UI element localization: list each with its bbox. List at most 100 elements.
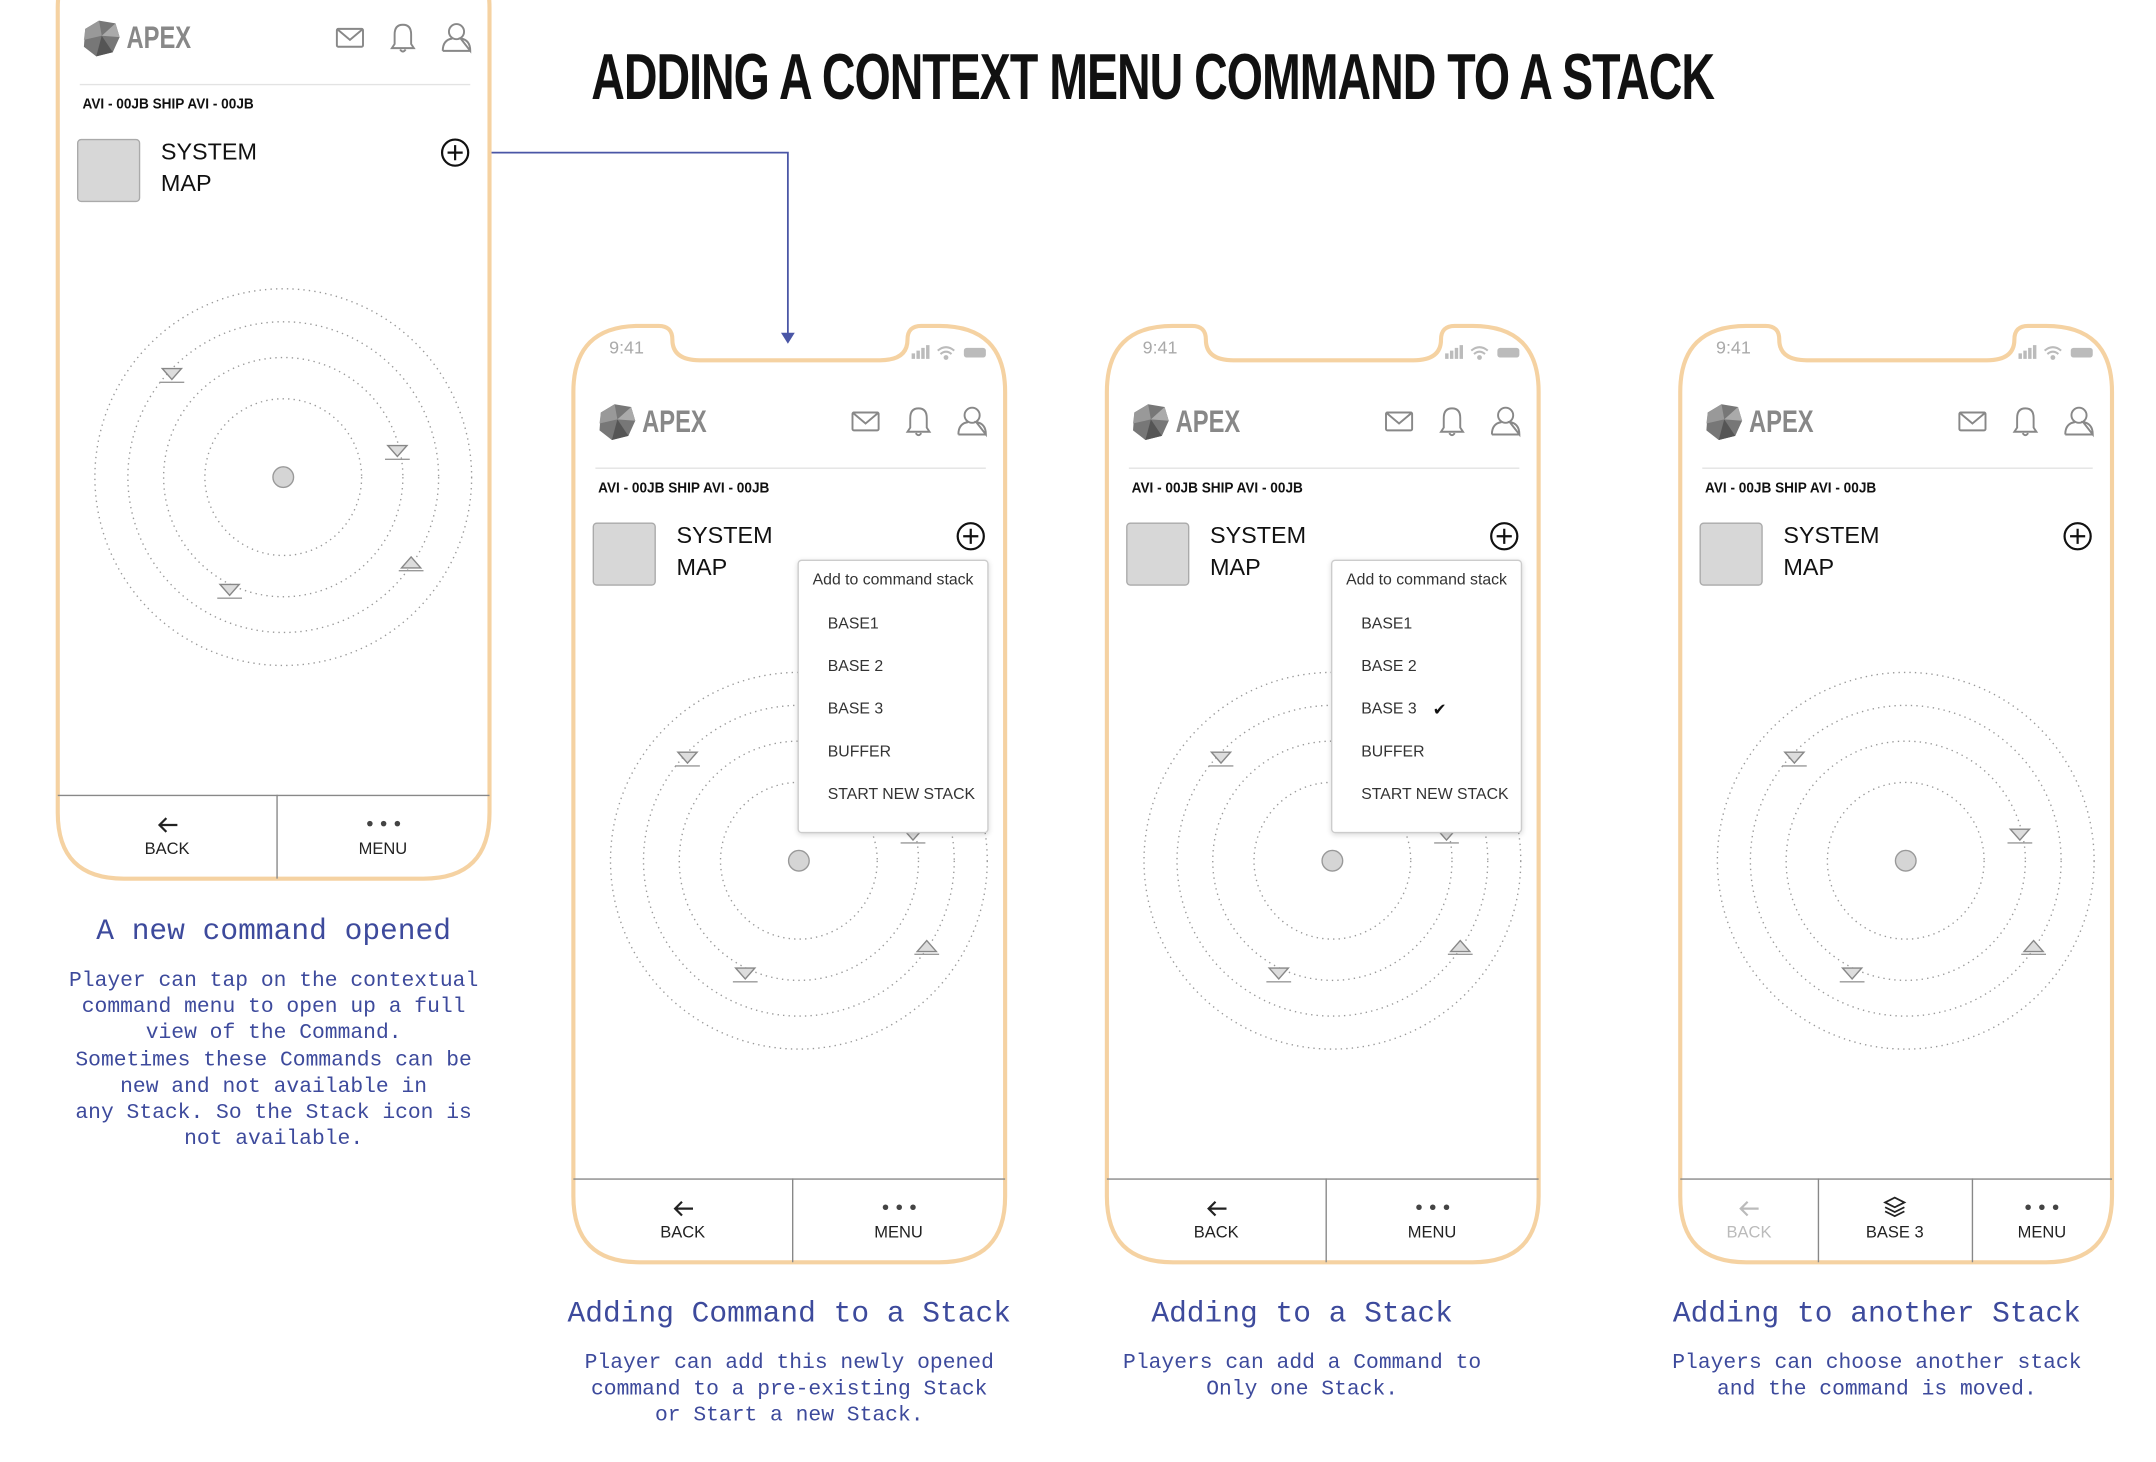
phone-frame [55, 0, 492, 881]
system-map-radar[interactable] [58, 0, 490, 795]
more-icon [1326, 1195, 1539, 1223]
ship-marker[interactable] [732, 967, 758, 983]
orbit-ring [1716, 671, 2095, 1050]
nav-button-back[interactable]: BACK [1107, 1181, 1326, 1258]
user-icon[interactable] [957, 406, 987, 438]
context-menu-item[interactable]: START NEW STACK [1361, 786, 1509, 804]
nav-button-menu[interactable]: MENU [792, 1181, 1005, 1258]
context-menu-item[interactable]: START NEW STACK [827, 786, 976, 804]
planet-marker[interactable] [1894, 849, 1917, 872]
ship-marker[interactable] [159, 367, 185, 383]
ship-marker[interactable] [1782, 751, 1807, 767]
ship-marker[interactable] [1266, 967, 1292, 983]
orbit-ring [642, 704, 955, 1017]
plus-circle-icon[interactable] [956, 521, 986, 551]
wifi-icon [937, 346, 955, 360]
wifi-icon [1470, 346, 1489, 360]
status-icons [1445, 345, 1520, 360]
mail-icon[interactable] [335, 27, 364, 48]
context-menu-item[interactable]: BASE 3 [827, 701, 884, 718]
context-menu-item[interactable]: BASE 3 [1361, 701, 1417, 718]
planet-marker[interactable] [1321, 849, 1344, 872]
caption-text: Players can choose another stack and the… [1672, 1350, 2082, 1402]
nav-button-menu[interactable]: MENU [1972, 1181, 2112, 1258]
command-title: SYSTEM MAP [1210, 522, 1307, 581]
apex-logo-icon [83, 20, 120, 57]
orbit-ring [127, 321, 440, 634]
phone-frame [1678, 323, 2115, 1265]
ship-marker[interactable] [914, 939, 940, 955]
nav-button-label: BACK [1193, 1222, 1239, 1242]
context-menu-item[interactable]: BASE1 [827, 616, 879, 633]
checkmark-icon: ✔ [1432, 699, 1447, 720]
header-icons [851, 406, 987, 438]
command-title: SYSTEM MAP [676, 522, 773, 581]
bell-icon[interactable] [1439, 407, 1465, 437]
nav-button-label: MENU [358, 838, 408, 858]
bell-icon[interactable] [905, 407, 932, 437]
context-menu-item[interactable]: BASE1 [1361, 616, 1413, 633]
ship-marker[interactable] [217, 583, 242, 599]
more-icon [1972, 1195, 2112, 1223]
context-menu-item[interactable]: BUFFER [1361, 743, 1425, 761]
plus-circle-icon[interactable] [2063, 521, 2093, 551]
ship-marker[interactable] [2021, 939, 2046, 955]
ship-label: AVI - 00JB SHIP AVI - 00JB [1131, 479, 1303, 497]
plus-circle-icon[interactable] [440, 138, 470, 168]
nav-button-base-3[interactable]: BASE 3 [1818, 1181, 1972, 1258]
bottom-nav-divider [1106, 1178, 1539, 1180]
plus-circle-icon[interactable] [1489, 521, 1519, 551]
phone-screen-3: 9:41 APEX AVI - 00JB SHIP AVI - 00JB SYS… [1104, 323, 1541, 1265]
phone-screen-2: 9:41 APEX AVI - 00JB SHIP AVI - 00JB SYS… [571, 323, 1008, 1265]
ship-marker[interactable] [385, 444, 410, 460]
signal-icon [911, 345, 930, 359]
command-thumbnail [1699, 522, 1763, 586]
caption-3: Adding to a Stack Players can add a Comm… [1027, 1298, 1577, 1403]
more-icon [276, 811, 489, 839]
system-map-radar[interactable] [1680, 326, 2112, 1179]
user-icon[interactable] [1490, 406, 1521, 438]
header-divider [1128, 467, 1520, 469]
context-menu-item[interactable]: BASE 2 [827, 658, 884, 676]
caption-title: A new command opened [96, 915, 452, 949]
orbit-ring [1749, 704, 2062, 1017]
app-name: APEX [126, 19, 192, 55]
app-name: APEX [1175, 402, 1241, 439]
arrow-left-icon [1680, 1195, 1818, 1223]
phone-screen-4: 9:41 APEX AVI - 00JB SHIP AVI - 00JB SYS… [1678, 323, 2115, 1265]
mail-icon[interactable] [1385, 411, 1414, 432]
nav-button-back[interactable]: BACK [573, 1181, 792, 1258]
nav-button-menu[interactable]: MENU [1326, 1181, 1539, 1258]
nav-button-label: BACK [660, 1222, 706, 1242]
bell-icon[interactable] [390, 23, 416, 53]
mail-icon[interactable] [851, 411, 880, 432]
nav-separator [1325, 1178, 1327, 1263]
battery-icon [2070, 347, 2093, 358]
bell-icon[interactable] [2012, 407, 2039, 437]
ship-marker[interactable] [2007, 828, 2033, 844]
mail-icon[interactable] [1958, 411, 1987, 432]
context-menu-header: Add to command stack [1346, 572, 1507, 589]
context-menu-item[interactable]: BASE 2 [1361, 658, 1417, 676]
arrow-left-icon [1107, 1195, 1326, 1223]
status-time: 9:41 [609, 336, 644, 358]
command-title: SYSTEM MAP [160, 138, 257, 197]
orbit-ring [609, 671, 988, 1050]
ship-marker[interactable] [1839, 967, 1865, 983]
nav-button-label: MENU [1407, 1222, 1457, 1242]
header-divider [79, 83, 471, 86]
user-icon[interactable] [2064, 406, 2094, 438]
planet-marker[interactable] [787, 849, 810, 872]
ship-marker[interactable] [398, 555, 424, 572]
system-map-radar[interactable] [1107, 326, 1539, 1179]
ship-marker[interactable] [1208, 751, 1234, 767]
planet-marker[interactable] [272, 466, 295, 489]
nav-button-back[interactable]: BACK [58, 798, 277, 875]
context-menu-item[interactable]: BUFFER [827, 743, 891, 761]
caption-1: A new command opened Player can tap on t… [0, 916, 549, 1153]
ship-marker[interactable] [1447, 939, 1473, 955]
ship-marker[interactable] [675, 751, 700, 767]
nav-button-menu[interactable]: MENU [276, 798, 489, 875]
ship-label: AVI - 00JB SHIP AVI - 00JB [598, 479, 770, 497]
user-icon[interactable] [441, 23, 472, 54]
